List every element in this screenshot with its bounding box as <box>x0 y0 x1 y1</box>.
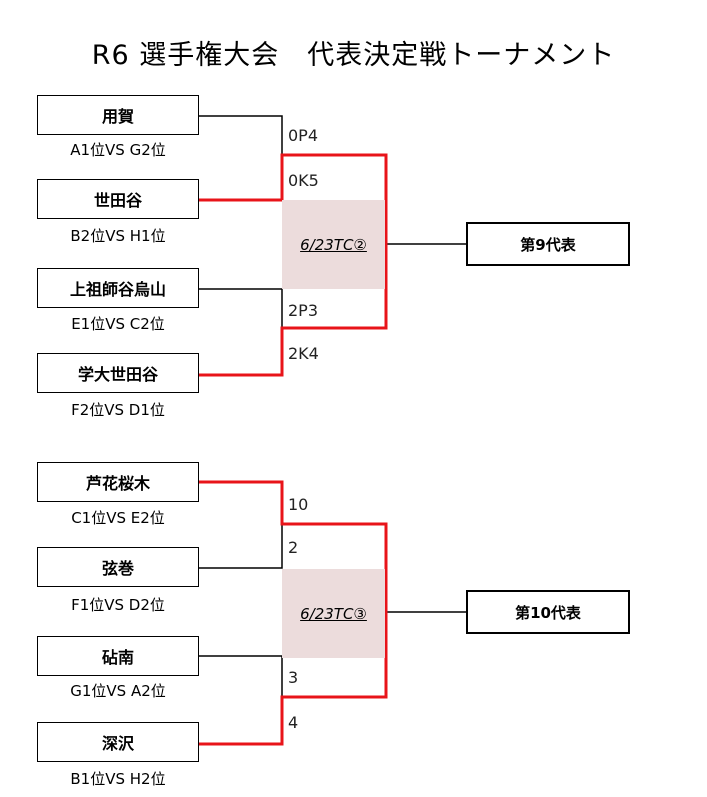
score-label: 3 <box>288 668 299 687</box>
team-box: 深沢 <box>37 722 199 762</box>
team-box: 世田谷 <box>37 179 199 219</box>
representative-box: 第10代表 <box>466 590 630 634</box>
team-box: 砧南 <box>37 636 199 676</box>
venue-label: 6/23TC② <box>300 235 367 254</box>
seed-label: B2位VS H1位 <box>70 227 166 245</box>
score-label: 4 <box>288 713 299 732</box>
score-label: 2P3 <box>288 301 319 320</box>
venue-box-g2: 6/23TC③ <box>282 569 385 658</box>
score-label: 2 <box>288 538 299 557</box>
winner-line-g1-bottom <box>199 244 388 377</box>
team-box: 芦花桜木 <box>37 462 199 502</box>
venue-box-g1: 6/23TC② <box>282 200 385 289</box>
seed-label: A1位VS G2位 <box>70 141 166 159</box>
bracket-line-g1-team3 <box>199 288 283 328</box>
bracket-line-g2-team2 <box>199 524 283 569</box>
team-box: 学大世田谷 <box>37 353 199 393</box>
page-title: R6 選手権大会 代表決定戦トーナメント <box>91 40 616 71</box>
seed-label: F2位VS D1位 <box>71 401 165 419</box>
seed-label: G1位VS A2位 <box>70 682 166 700</box>
winner-line-g2-top <box>199 480 388 612</box>
score-label: 10 <box>288 495 309 514</box>
score-label: 0P4 <box>288 126 319 145</box>
team-box: 用賀 <box>37 95 199 135</box>
seed-label: E1位VS C2位 <box>71 315 165 333</box>
bracket-line-g1-team1 <box>199 115 283 155</box>
score-label: 2K4 <box>288 344 319 363</box>
seed-label: C1位VS E2位 <box>71 509 165 527</box>
bracket-line-g2-team3 <box>199 655 283 697</box>
representative-box: 第9代表 <box>466 222 630 266</box>
team-box: 弦巻 <box>37 547 199 587</box>
team-box: 上祖師谷烏山 <box>37 268 199 308</box>
venue-label: 6/23TC③ <box>300 604 367 623</box>
score-label: 0K5 <box>288 171 319 190</box>
winner-line-g2-bottom <box>199 612 388 746</box>
winner-line-g1-top <box>199 153 388 244</box>
seed-label: B1位VS H2位 <box>70 770 166 788</box>
seed-label: F1位VS D2位 <box>71 596 165 614</box>
